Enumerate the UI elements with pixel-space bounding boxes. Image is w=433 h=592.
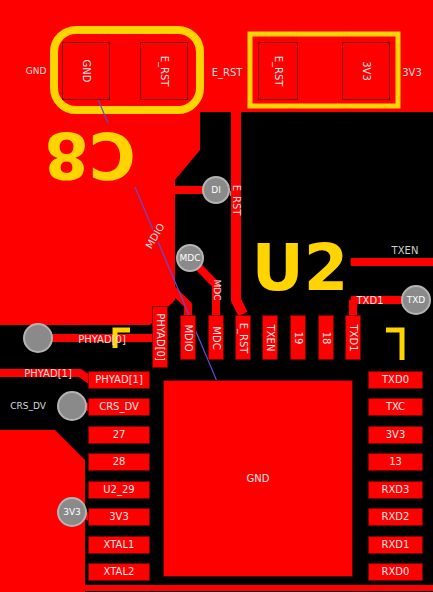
pin-name: MDC — [211, 326, 221, 349]
net-label: TXD1 — [356, 295, 383, 306]
net-label: E_RST — [231, 185, 242, 216]
via-net-name: DI — [211, 186, 221, 195]
pin-name: TXC — [386, 402, 405, 412]
pin-name: MDIO — [183, 324, 193, 351]
pin-name: TXEN — [265, 324, 275, 351]
smd-pad: 19 — [290, 315, 306, 360]
pin-name: TXD0 — [382, 375, 409, 385]
pin-name: RXD3 — [382, 485, 410, 495]
via: MDC — [176, 244, 204, 272]
net-label: MDC — [211, 280, 221, 301]
via — [24, 324, 52, 352]
via: DI — [202, 176, 230, 204]
net-label: MDIO — [142, 220, 167, 252]
smd-pad: XTAL1 — [88, 536, 150, 554]
smd-pad: E_RST — [258, 42, 298, 100]
smd-pad: RXD3 — [368, 481, 423, 499]
pin-name: 19 — [293, 331, 303, 344]
pin-name: XTAL2 — [104, 567, 135, 577]
net-label: PHYAD[1] — [24, 368, 72, 379]
pin-name: 27 — [113, 430, 126, 440]
via: TXD — [401, 285, 431, 315]
smd-pad: 13 — [368, 453, 423, 471]
thermal-pad: GND — [163, 380, 353, 577]
pin-name: 3V3 — [109, 512, 129, 522]
copper-pour — [0, 112, 200, 325]
pin-name: E_RST — [238, 322, 248, 353]
smd-pad: 27 — [88, 426, 150, 444]
pin-name: PHYAD[1] — [95, 375, 143, 385]
copper-pour — [0, 0, 433, 112]
silkscreen-designator: U2 — [250, 236, 351, 300]
pin-name: RXD1 — [382, 540, 410, 550]
smd-pad: MDC — [208, 315, 224, 360]
smd-pad: PHYAD[0] — [152, 306, 168, 368]
pin-name: PHYAD[0] — [155, 313, 165, 361]
pin-name: RXD0 — [382, 567, 410, 577]
net-label: GND — [26, 67, 47, 77]
smd-pad: TXD1 — [345, 315, 361, 360]
net-label: 3V3 — [402, 67, 422, 78]
smd-pad: TXC — [368, 398, 423, 416]
smd-pad: TXEN — [262, 315, 278, 360]
smd-pad: MDIO — [180, 315, 196, 360]
capacitor-outline — [54, 30, 200, 110]
net-label: CRS_DV — [10, 402, 46, 412]
smd-pad: 3V3 — [368, 426, 423, 444]
net-label: PHYAD[0] — [78, 334, 126, 345]
pin-name: GND — [247, 474, 270, 484]
pin-name: 28 — [113, 457, 126, 467]
smd-pad: E_RST — [235, 315, 251, 360]
smd-pad: CRS_DV — [88, 398, 150, 416]
smd-pad: 3V3 — [342, 42, 390, 100]
pin-name: E_RST — [159, 56, 169, 87]
via-net-name: 3V3 — [63, 508, 81, 517]
smd-pad: XTAL2 — [88, 563, 150, 581]
smd-pad: 28 — [88, 453, 150, 471]
copper-traces — [0, 100, 433, 588]
pin-name: E_RST — [273, 56, 283, 87]
via-net-name: MDC — [180, 254, 201, 263]
via: 3V3 — [57, 497, 87, 527]
resistor-outline — [250, 34, 398, 106]
net-label: TXEN — [392, 245, 419, 256]
pin-name: TXD1 — [348, 324, 358, 351]
pin-name: XTAL1 — [104, 540, 135, 550]
smd-pad: 18 — [318, 315, 334, 360]
smd-pad: RXD1 — [368, 536, 423, 554]
silkscreen — [54, 30, 402, 360]
smd-pad: PHYAD[1] — [88, 371, 150, 389]
pin-name: 13 — [389, 457, 402, 467]
smd-pad: RXD2 — [368, 508, 423, 526]
smd-pad: U2_29 — [88, 481, 150, 499]
pin-name: 18 — [321, 331, 331, 344]
trace — [0, 542, 60, 548]
via — [58, 392, 86, 420]
ic-corner-mark — [386, 330, 402, 360]
smd-pad: 3V3 — [88, 508, 150, 526]
smd-pad: RXD0 — [368, 563, 423, 581]
pin-name: GND — [81, 60, 91, 83]
via-net-name: TXD — [407, 296, 426, 305]
smd-pad: E_RST — [140, 42, 188, 100]
smd-pad: GND — [62, 42, 110, 100]
smd-pad: TXD0 — [368, 371, 423, 389]
pin-name: U2_29 — [103, 485, 134, 495]
pin-name: 3V3 — [386, 430, 406, 440]
pin-name: 3V3 — [361, 61, 371, 81]
copper-pour — [0, 430, 85, 592]
trace — [85, 585, 433, 591]
net-label: E_RST — [212, 67, 243, 78]
silkscreen-designator: C8 — [42, 123, 138, 187]
trace — [345, 258, 433, 266]
pin-name: RXD2 — [382, 512, 410, 522]
pin-name: CRS_DV — [99, 402, 139, 412]
